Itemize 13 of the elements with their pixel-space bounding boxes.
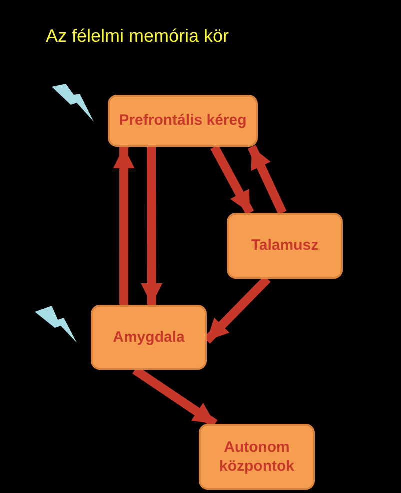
arrow — [210, 144, 254, 216]
node-label: Amygdala — [113, 328, 185, 348]
process-box — [227, 213, 343, 279]
process-box — [108, 95, 258, 147]
arrow — [141, 146, 163, 306]
diagram-title: Az félelmi memória kör — [46, 26, 230, 47]
node-label: Autonom központok — [218, 438, 296, 476]
process-box — [91, 305, 207, 370]
node-label: Prefrontális kéreg — [119, 111, 247, 131]
node-label: Talamusz — [251, 236, 319, 256]
process-box — [199, 424, 315, 490]
arrow — [248, 145, 287, 215]
arrow — [113, 147, 135, 305]
